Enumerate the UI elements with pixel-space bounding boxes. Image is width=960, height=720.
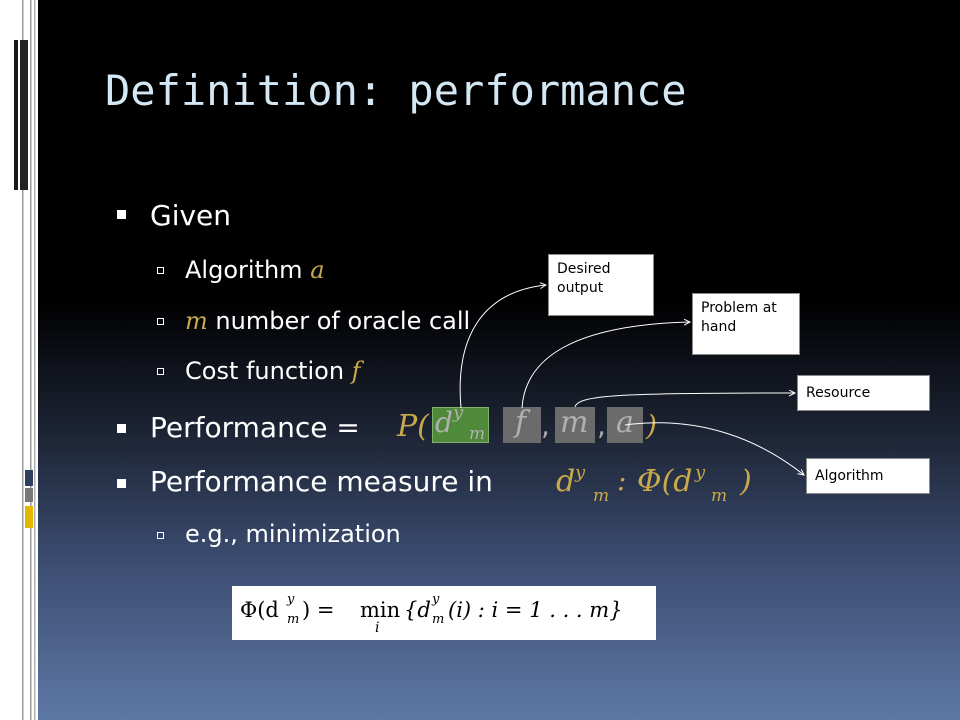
formula-rhs-rest: (i) : i = 1 . . . m}	[448, 598, 623, 622]
sub-bullet-marker	[157, 318, 164, 325]
formula-rhs-sub: m	[432, 612, 445, 627]
sub-bullet-oracle: m number of oracle call	[185, 307, 470, 335]
cost-label: Cost function	[185, 357, 345, 385]
chip-sub: m	[469, 424, 486, 444]
sub-bullet-example: e.g., minimization	[185, 520, 401, 548]
comma-2: ,	[597, 409, 606, 442]
formula-min-sub: i	[375, 620, 380, 636]
chip-algorithm: a	[607, 405, 643, 443]
performance-close: )	[646, 409, 657, 442]
chip-cost: f	[503, 405, 541, 443]
measure-phi-sup: y	[695, 462, 706, 483]
cost-var: f	[351, 357, 361, 385]
comma-1: ,	[541, 409, 550, 442]
sub-bullet-marker	[157, 267, 164, 274]
measure-colon: :	[617, 464, 627, 497]
callout-problem-at-hand: Problem at hand	[692, 293, 800, 355]
formula-lhs-sup: y	[287, 592, 295, 607]
chip-sup: y	[453, 402, 464, 423]
formula-lhs: Φ(d	[240, 598, 279, 622]
m-var: m	[185, 307, 208, 335]
sub-bullet-marker	[157, 368, 164, 375]
measure-d: d	[556, 464, 576, 499]
bullet-given: Given	[150, 199, 232, 232]
formula-box: Φ(d y m ) = min i {d y m (i) : i = 1 . .…	[232, 586, 656, 640]
slide-title: Definition: performance	[105, 66, 687, 115]
formula-rhs: {d	[404, 598, 431, 622]
chip-f: f	[515, 405, 527, 440]
bullet-marker	[117, 424, 126, 433]
algorithm-var: a	[310, 256, 325, 284]
chip-resource: m	[555, 405, 595, 443]
bullet-marker	[117, 479, 126, 488]
formula-rhs-sup: y	[432, 592, 440, 607]
callout-desired-output: Desired output	[548, 254, 654, 316]
decorative-stripe-lines	[14, 0, 36, 720]
chip-a: a	[616, 405, 634, 440]
measure-close: )	[740, 464, 752, 499]
measure-phi: Φ(d	[637, 464, 693, 499]
performance-label: Performance =	[150, 411, 360, 444]
chip-m: m	[560, 405, 589, 440]
measure-sub: m	[593, 486, 610, 506]
formula-lhs-sub: m	[287, 612, 300, 627]
left-stripe	[0, 0, 38, 720]
bullet-marker	[117, 210, 126, 219]
measure-label: Performance measure in	[150, 465, 493, 498]
formula-min: min	[360, 598, 401, 622]
sub-bullet-algorithm: Algorithm a	[185, 256, 325, 284]
chip-desired-output: d y m	[432, 402, 489, 444]
performance-p: P(	[397, 409, 429, 444]
callout-resource: Resource	[797, 375, 930, 411]
sub-bullet-cost: Cost function f	[185, 357, 361, 385]
oracle-text: number of oracle call	[215, 307, 471, 335]
callout-algorithm: Algorithm	[806, 458, 930, 494]
algorithm-label: Algorithm	[185, 256, 303, 284]
chip-d: d	[435, 406, 453, 439]
formula-lhs-close: ) =	[302, 598, 342, 622]
measure-phi-sub: m	[711, 486, 728, 506]
measure-sup: y	[575, 462, 586, 483]
sub-bullet-marker	[157, 532, 164, 539]
